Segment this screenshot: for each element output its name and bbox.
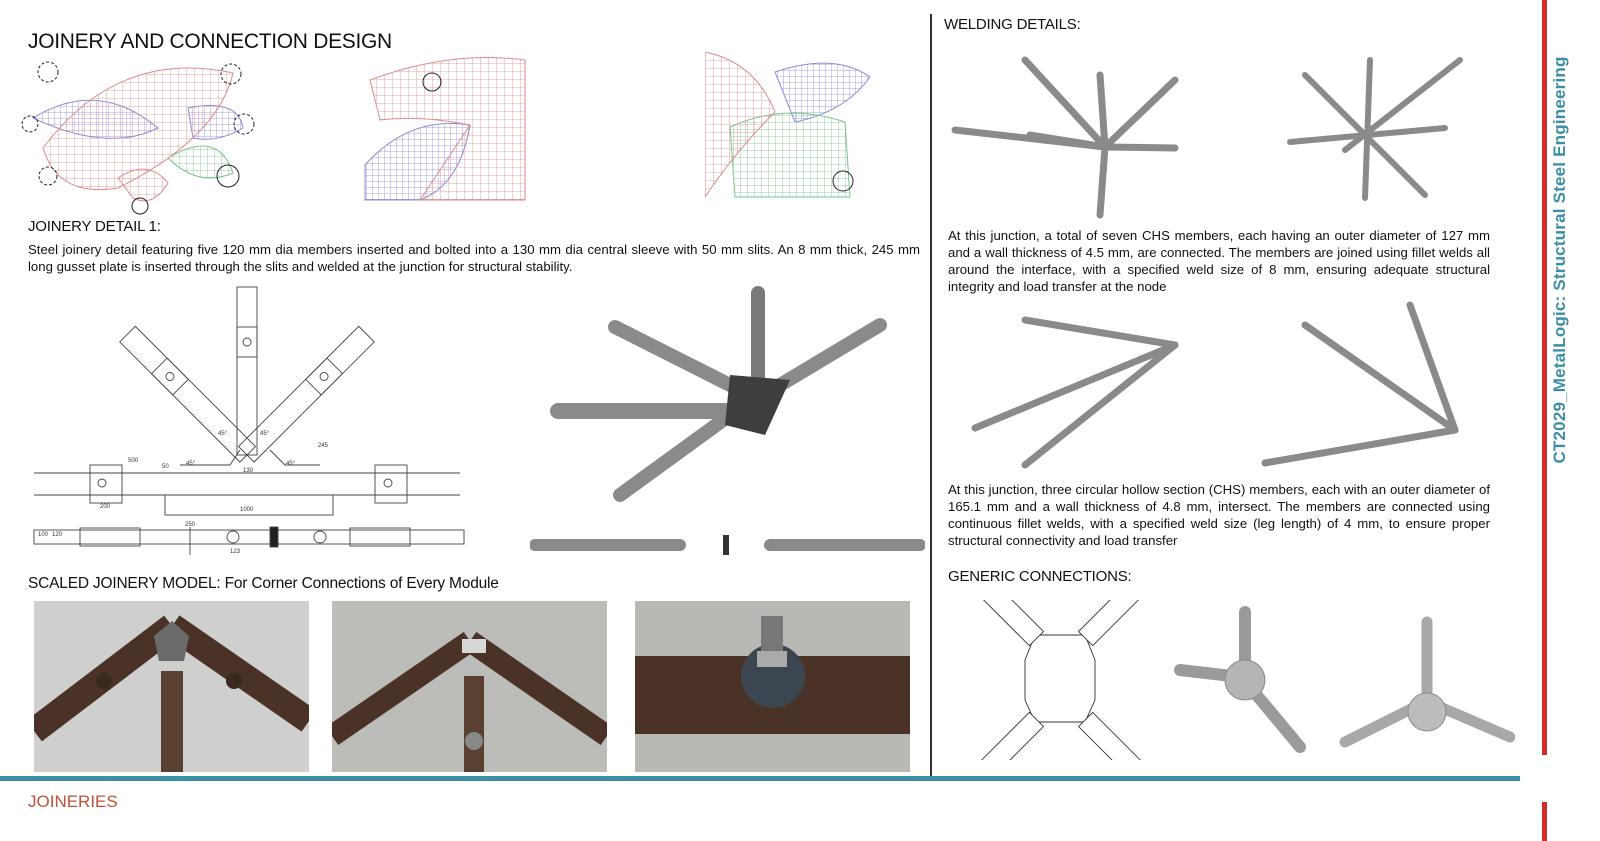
generic-connection-drawing (979, 600, 1143, 760)
weld-node-render-1 (951, 56, 1179, 219)
dim-label: 123 (230, 549, 241, 555)
side-accent-bar-lower (1542, 802, 1547, 841)
model-photo-2 (332, 601, 607, 772)
dim-label: 500 (128, 458, 139, 464)
dim-label: 50 (162, 464, 169, 470)
dim-label: 120 (52, 532, 63, 538)
bottom-accent-bar (0, 776, 1520, 781)
dim-label: 100 (38, 532, 49, 538)
side-title: CT2029_MetalLogic: Structural Steel Engi… (1550, 56, 1569, 464)
welding-heading: WELDING DETAILS: (944, 16, 1081, 33)
weld-node-render-3 (971, 316, 1179, 469)
generic-ball-joint-2 (1339, 616, 1515, 748)
joinery-technical-drawing: 500 50 130 200 1000 45° 45° 45° 45° 245 … (33, 286, 465, 555)
generic-connections-heading: GENERIC CONNECTIONS: (948, 568, 1132, 585)
generic-ball-joint-1 (1174, 606, 1306, 753)
footer-section-label: JOINERIES (28, 792, 118, 811)
gridshell-zoom-diagram-1 (364, 57, 526, 201)
dim-label: 250 (185, 522, 196, 528)
side-accent-bar (1542, 0, 1547, 755)
column-divider (930, 14, 932, 779)
gridshell-zoom-diagram-2 (705, 52, 871, 198)
welding-paragraph-1: At this junction, a total of seven CHS m… (948, 228, 1490, 294)
scaled-model-heading: SCALED JOINERY MODEL: For Corner Connect… (28, 575, 499, 592)
dim-label: 45° (186, 461, 196, 467)
gridshell-plan-diagram (21, 61, 255, 215)
dim-label: 45° (218, 431, 228, 437)
joinery-detail-heading: JOINERY DETAIL 1: (28, 218, 161, 235)
dim-label: 45° (260, 431, 270, 437)
page-title: JOINERY AND CONNECTION DESIGN (28, 30, 392, 53)
weld-node-render-2 (1287, 57, 1463, 201)
weld-node-render-4 (1261, 301, 1459, 467)
joinery-3d-render (530, 286, 925, 555)
dim-label: 245 (318, 443, 329, 449)
model-photo-3 (635, 601, 910, 772)
dim-label: 1000 (240, 507, 254, 513)
dim-label: 45° (286, 461, 296, 467)
welding-paragraph-2: At this junction, three circular hollow … (948, 482, 1490, 548)
dim-label: 200 (100, 504, 111, 510)
joinery-detail-description: Steel joinery detail featuring five 120 … (28, 242, 920, 274)
dim-label: 130 (243, 468, 254, 474)
model-photo-1 (34, 601, 309, 772)
